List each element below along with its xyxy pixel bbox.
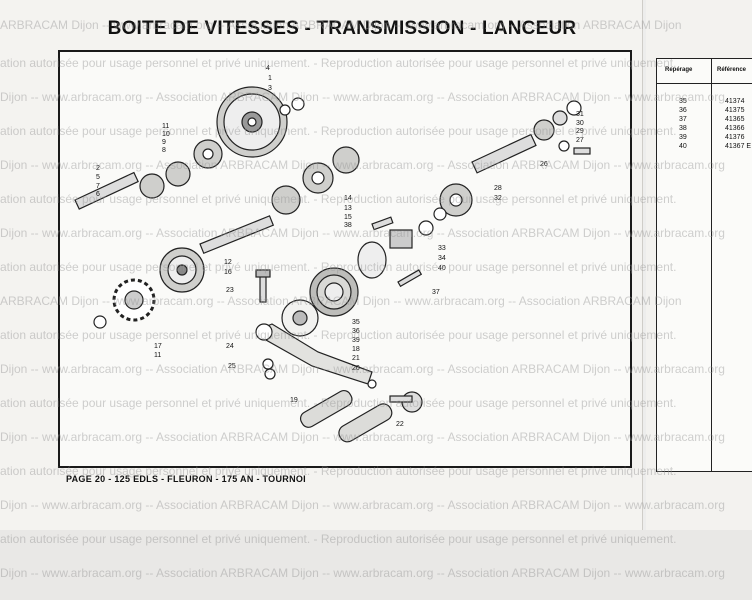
label-24: 24 [226, 343, 234, 350]
callout-labels: 4 1 3 11 10 9 8 2 5 7 6 14 13 15 38 12 1… [96, 65, 584, 428]
page-footer: PAGE 20 - 125 EDLS - FLEURON - 175 AN - … [66, 474, 306, 484]
label-20: 20 [352, 365, 360, 372]
label-27: 27 [576, 137, 584, 144]
label-31: 31 [576, 111, 584, 118]
label-15: 15 [344, 214, 352, 221]
label-17: 17 [154, 343, 162, 350]
label-16: 16 [224, 269, 232, 276]
label-18: 18 [352, 346, 360, 353]
label-25: 25 [228, 363, 236, 370]
label-26: 26 [540, 161, 548, 168]
label-22: 22 [396, 421, 404, 428]
label-28: 28 [494, 185, 502, 192]
spring-part [309, 267, 359, 317]
label-21: 21 [352, 355, 360, 362]
label-2: 2 [96, 165, 100, 172]
label-36: 36 [352, 328, 360, 335]
exploded-parts-diagram: 4 1 3 11 10 9 8 2 5 7 6 14 13 15 38 12 1… [74, 65, 591, 443]
label-8: 8 [162, 147, 166, 154]
label-29: 29 [576, 128, 584, 135]
label-14: 14 [344, 195, 352, 202]
label-3: 3 [268, 85, 272, 92]
kick-lever-part [255, 323, 373, 385]
label-11b: 11 [154, 352, 161, 359]
label-5: 5 [96, 174, 100, 181]
exploded-diagram-frame: 4 1 3 11 10 9 8 2 5 7 6 14 13 15 38 12 1… [58, 50, 632, 468]
label-6: 6 [96, 191, 100, 198]
sprocket-part [112, 278, 156, 322]
label-11: 11 [162, 123, 169, 130]
header-reperage: Repérage [665, 67, 693, 73]
label-7: 7 [96, 183, 100, 190]
label-38: 38 [344, 222, 352, 229]
label-37: 37 [432, 289, 440, 296]
label-34: 34 [438, 255, 446, 262]
gear-16-part [159, 247, 205, 293]
label-4: 4 [266, 65, 270, 72]
header-reference: Référence [717, 67, 747, 73]
column-divider [711, 59, 712, 471]
label-33: 33 [438, 245, 446, 252]
table-header: Repérage Référence [657, 59, 752, 84]
label-32: 32 [494, 195, 502, 202]
label-35: 35 [352, 319, 360, 326]
label-23: 23 [226, 287, 234, 294]
large-gear-part [216, 86, 288, 158]
page-title: BOITE DE VITESSES - TRANSMISSION - LANCE… [107, 18, 577, 39]
label-12: 12 [224, 259, 232, 266]
label-1: 1 [268, 75, 272, 82]
label-40: 40 [438, 265, 446, 272]
label-10: 10 [162, 131, 170, 138]
label-39: 39 [352, 337, 360, 344]
label-9: 9 [162, 139, 166, 146]
label-30: 30 [576, 120, 584, 127]
label-19: 19 [290, 397, 298, 404]
kick-pedal-part [299, 389, 393, 443]
label-13: 13 [344, 205, 352, 212]
page-margin [0, 530, 752, 600]
